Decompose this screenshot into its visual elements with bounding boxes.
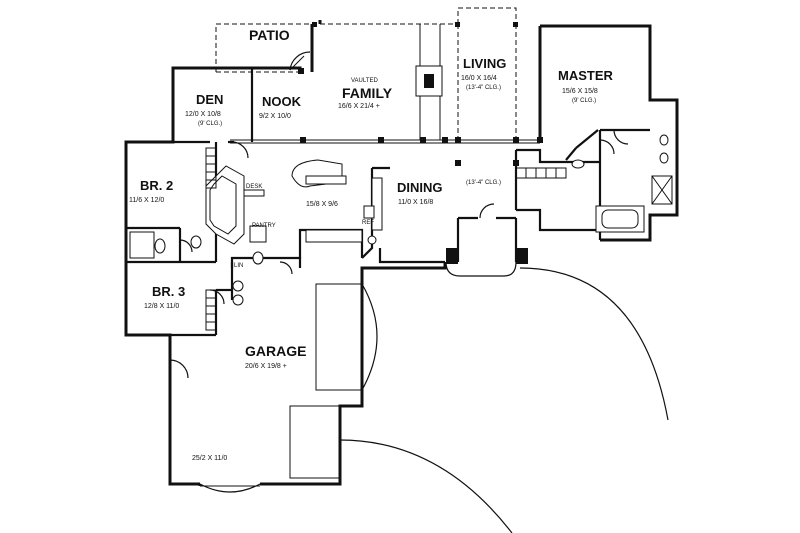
- dining-dimensions: 11/0 X 16/8: [398, 199, 433, 206]
- living-label: LIVING: [463, 56, 506, 71]
- dining-label: DINING: [397, 180, 443, 195]
- master-label: MASTER: [558, 68, 614, 83]
- br2-dimensions: 11/6 X 12/0: [129, 197, 164, 204]
- driveway: [339, 261, 669, 533]
- fireplace: [415, 24, 443, 140]
- garage-dimensions: 20/6 X 19/8 +: [245, 363, 287, 370]
- garage-label: GARAGE: [245, 343, 306, 359]
- nook-label: NOOK: [262, 94, 302, 109]
- family-dimensions: 16/6 X 21/4 +: [338, 103, 380, 110]
- patio-label: PATIO: [249, 27, 290, 43]
- nook-dimensions: 9/2 X 10/0: [259, 113, 291, 120]
- master-ceiling: (9' CLG.): [572, 98, 596, 104]
- entry-ceiling: (13'-4" CLG.): [466, 180, 501, 186]
- exterior-walls: [124, 20, 679, 486]
- den-ceiling: (9' CLG.): [198, 121, 222, 127]
- garage-dimensions-2: 25/2 X 11/0: [192, 455, 227, 462]
- kitchen-dimensions: 15/8 X 9/6: [306, 201, 338, 208]
- pantry-label: PANTRY: [252, 223, 276, 229]
- br3-dimensions: 12/8 X 11/0: [144, 303, 179, 310]
- interior-walls: [126, 68, 650, 337]
- bath-fixtures: [129, 134, 673, 306]
- closet-shelves: [205, 147, 567, 331]
- den-label: DEN: [196, 92, 223, 107]
- family-vaulted: VAULTED: [351, 78, 378, 84]
- master-dimensions: 15/6 X 15/8: [562, 88, 598, 95]
- posts: [298, 22, 543, 264]
- garage-doors: [199, 283, 378, 493]
- lin-label: LIN: [234, 263, 243, 269]
- patio-outline: [215, 23, 458, 73]
- family-label: FAMILY: [342, 85, 393, 101]
- kitchen-fixtures: [291, 159, 383, 245]
- living-dimensions: 16/0 X 16/4: [461, 75, 497, 82]
- den-dimensions: 12/0 X 10/8: [185, 111, 221, 118]
- br2-label: BR. 2: [140, 178, 173, 193]
- desk-label: DESK: [246, 184, 262, 190]
- living-projection: [457, 7, 517, 140]
- br3-label: BR. 3: [152, 284, 185, 299]
- living-ceiling: (13'-4" CLG.): [466, 85, 501, 91]
- room-labels: PATIO DEN 12/0 X 10/8 (9' CLG.) NOOK 9/2…: [129, 27, 614, 462]
- ref-label: REF: [362, 220, 374, 226]
